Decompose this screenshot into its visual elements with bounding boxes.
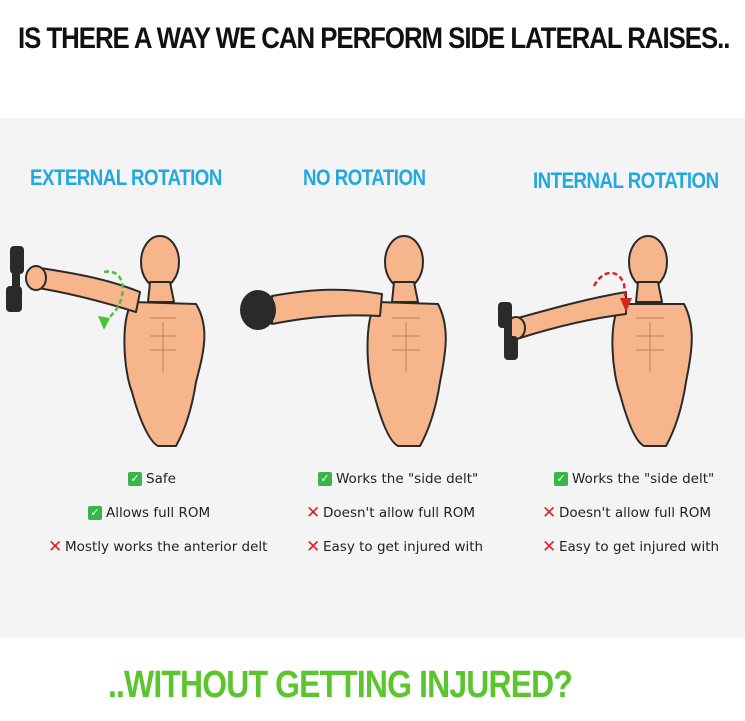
note-item: ✕ Easy to get injured with	[542, 534, 719, 560]
note-text: Safe	[146, 471, 176, 487]
note-item: ✕ Doesn't allow full ROM	[306, 500, 483, 526]
external-rotation-figure-icon	[6, 235, 206, 447]
no-rotation-figure-icon	[240, 235, 447, 447]
check-icon: ✓	[88, 506, 102, 520]
note-text: Allows full ROM	[106, 505, 211, 521]
note-text: Works the "side delt"	[336, 471, 479, 487]
footer	[0, 640, 745, 721]
note-item: ✓ Safe	[66, 466, 267, 492]
note-text: Mostly works the anterior delt	[65, 539, 268, 555]
cross-icon: ✕	[306, 537, 321, 557]
note-text: Doesn't allow full ROM	[323, 505, 475, 521]
note-text: Easy to get injured with	[323, 539, 484, 555]
note-text: Doesn't allow full ROM	[559, 505, 711, 521]
note-text: Works the "side delt"	[572, 471, 715, 487]
note-item: ✕ Doesn't allow full ROM	[542, 500, 719, 526]
note-item: ✕ Easy to get injured with	[306, 534, 483, 560]
note-item: ✓ Works the "side delt"	[306, 466, 483, 492]
note-text: Easy to get injured with	[559, 539, 720, 555]
note-item: ✓ Works the "side delt"	[542, 466, 719, 492]
title-internal-rotation: INTERNAL ROTATION	[533, 168, 719, 193]
cross-icon: ✕	[542, 537, 557, 557]
cross-icon: ✕	[306, 503, 321, 523]
check-icon: ✓	[318, 472, 332, 486]
tagline: ..WITHOUT GETTING INJURED?	[108, 664, 573, 706]
headline: IS THERE A WAY WE CAN PERFORM SIDE LATER…	[18, 22, 730, 55]
title-external-rotation: EXTERNAL ROTATION	[30, 165, 222, 190]
internal-rotation-figure-icon	[498, 235, 693, 447]
notes-internal-rotation: ✓ Works the "side delt" ✕ Doesn't allow …	[542, 466, 719, 568]
check-icon: ✓	[128, 472, 142, 486]
title-no-rotation: NO ROTATION	[303, 165, 426, 190]
header: IS THERE A WAY WE CAN PERFORM SIDE LATER…	[0, 0, 745, 112]
note-item: ✕ Mostly works the anterior delt	[48, 534, 267, 560]
check-icon: ✓	[554, 472, 568, 486]
notes-external-rotation: ✓ Safe ✓ Allows full ROM ✕ Mostly works …	[48, 466, 267, 568]
cross-icon: ✕	[48, 537, 63, 557]
note-item: ✓ Allows full ROM	[66, 500, 267, 526]
cross-icon: ✕	[542, 503, 557, 523]
notes-no-rotation: ✓ Works the "side delt" ✕ Doesn't allow …	[306, 466, 483, 568]
